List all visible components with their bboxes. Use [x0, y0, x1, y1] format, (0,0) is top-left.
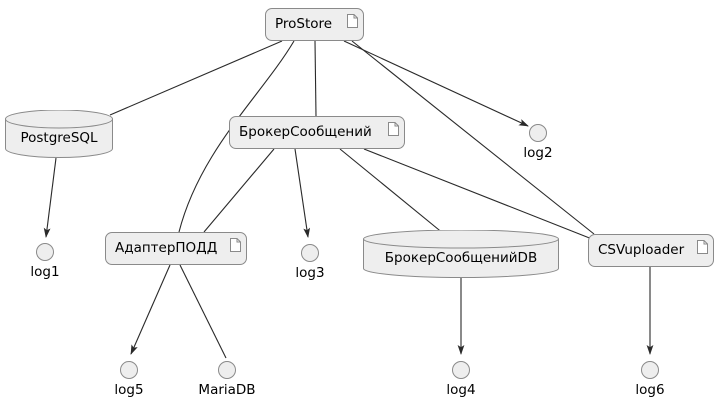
node-csvuploader-label: CSVuploader — [598, 241, 685, 258]
circle-icon — [218, 361, 236, 379]
edge-broker-log3 — [294, 148, 311, 238]
node-mariadb-label: MariaDB — [198, 382, 256, 398]
node-broker-soobscheniy-db-label: БрокерСообщенийDB — [384, 249, 538, 266]
node-log4-label: log4 — [446, 382, 476, 398]
circle-icon — [452, 361, 470, 379]
node-log1[interactable]: log1 — [15, 243, 75, 280]
circle-icon — [36, 243, 54, 261]
document-icon — [697, 240, 708, 254]
node-log6-label: log6 — [635, 382, 665, 398]
node-log2[interactable]: log2 — [508, 124, 568, 161]
database-cylinder-icon — [5, 110, 113, 158]
node-log4[interactable]: log4 — [431, 361, 491, 398]
edge-broker-brokerdb — [339, 148, 445, 235]
edge-prostore-csvuploader — [351, 40, 595, 235]
edge-prostore-postgresql — [109, 40, 283, 116]
document-icon — [388, 122, 399, 136]
node-mariadb[interactable]: MariaDB — [197, 361, 257, 398]
node-csvuploader[interactable]: CSVuploader — [588, 234, 714, 267]
node-log2-label: log2 — [523, 145, 553, 161]
edge-broker-adapter — [203, 148, 275, 233]
node-prostore[interactable]: ProStore — [265, 8, 364, 41]
node-log3-label: log3 — [295, 265, 325, 281]
database-cylinder-icon — [363, 230, 559, 278]
edge-adapter-log5 — [130, 264, 171, 355]
edge-broker-csvuploader — [363, 148, 593, 240]
node-adapter-podd[interactable]: АдаптерПОДД — [105, 232, 247, 265]
circle-icon — [641, 361, 659, 379]
node-log1-label: log1 — [30, 264, 60, 280]
node-log5-label: log5 — [114, 382, 144, 398]
node-broker-soobscheniy-db[interactable]: БрокерСообщенийDB — [363, 230, 559, 278]
node-broker-soobscheniy-label: БрокерСообщений — [239, 123, 372, 140]
node-broker-soobscheniy[interactable]: БрокерСообщений — [229, 116, 405, 149]
circle-icon — [301, 244, 319, 262]
edge-adapter-mariadb — [179, 264, 227, 359]
node-log3[interactable]: log3 — [280, 244, 340, 281]
edge-prostore-broker — [314, 40, 317, 117]
node-postgresql[interactable]: PostgreSQL — [5, 110, 113, 158]
node-prostore-label: ProStore — [275, 15, 333, 32]
edge-postgresql-log1 — [43, 157, 57, 238]
circle-icon — [529, 124, 547, 142]
document-icon — [230, 238, 241, 252]
node-log5[interactable]: log5 — [99, 361, 159, 398]
node-adapter-podd-label: АдаптерПОДД — [115, 239, 218, 256]
document-icon — [347, 14, 358, 28]
node-postgresql-label: PostgreSQL — [20, 129, 98, 146]
edge-prostore-log2 — [343, 40, 529, 127]
node-log6[interactable]: log6 — [620, 361, 680, 398]
circle-icon — [120, 361, 138, 379]
